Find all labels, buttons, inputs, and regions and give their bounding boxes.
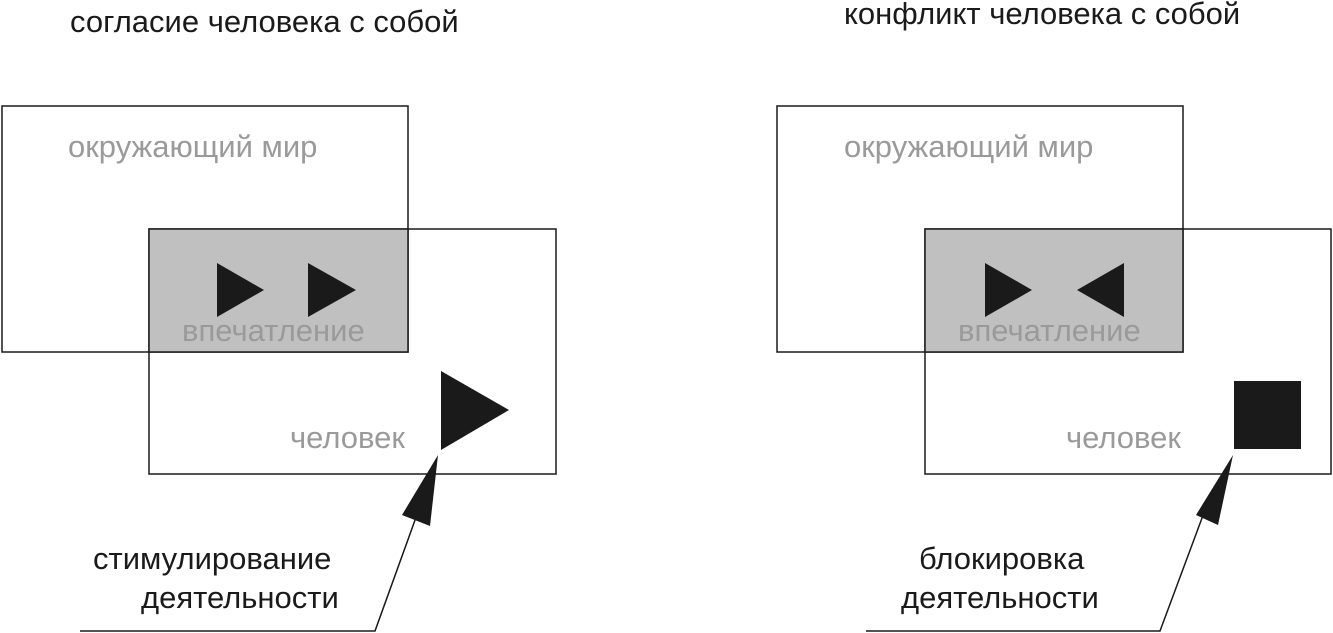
right-triangle-icon (217, 263, 264, 317)
impression-label: впечатление (958, 313, 1141, 348)
person-label: человек (1066, 420, 1181, 455)
right-triangle-icon (985, 263, 1032, 317)
impression-label: впечатление (182, 313, 365, 348)
pointer-line (80, 497, 424, 632)
pointer-line (866, 509, 1206, 632)
panel-harmony: согласие человека с собой окружающий мир… (1, 4, 557, 632)
world-label: окружающий мир (844, 129, 1093, 164)
impression-overlap (924, 228, 1184, 353)
world-label: окружающий мир (68, 129, 317, 164)
caption-line-1: блокировка (919, 541, 1085, 576)
pointer-arrowhead-icon (1196, 455, 1233, 525)
caption-line-2: деятельности (141, 580, 339, 615)
impression-overlap (148, 228, 409, 353)
caption-line-2: деятельности (901, 580, 1099, 615)
stop-square-icon (1234, 381, 1301, 449)
right-triangle-icon (308, 263, 356, 317)
person-label: человек (290, 420, 405, 455)
panel-conflict: конфликт человека с собой окружающий мир… (776, 0, 1332, 632)
caption-line-1: стимулирование (93, 541, 331, 576)
panel-title: согласие человека с собой (70, 4, 459, 39)
left-triangle-icon (1077, 263, 1124, 317)
pointer-arrowhead-icon (402, 455, 438, 526)
right-triangle-icon (441, 371, 509, 450)
panel-title: конфликт человека с собой (844, 0, 1240, 31)
